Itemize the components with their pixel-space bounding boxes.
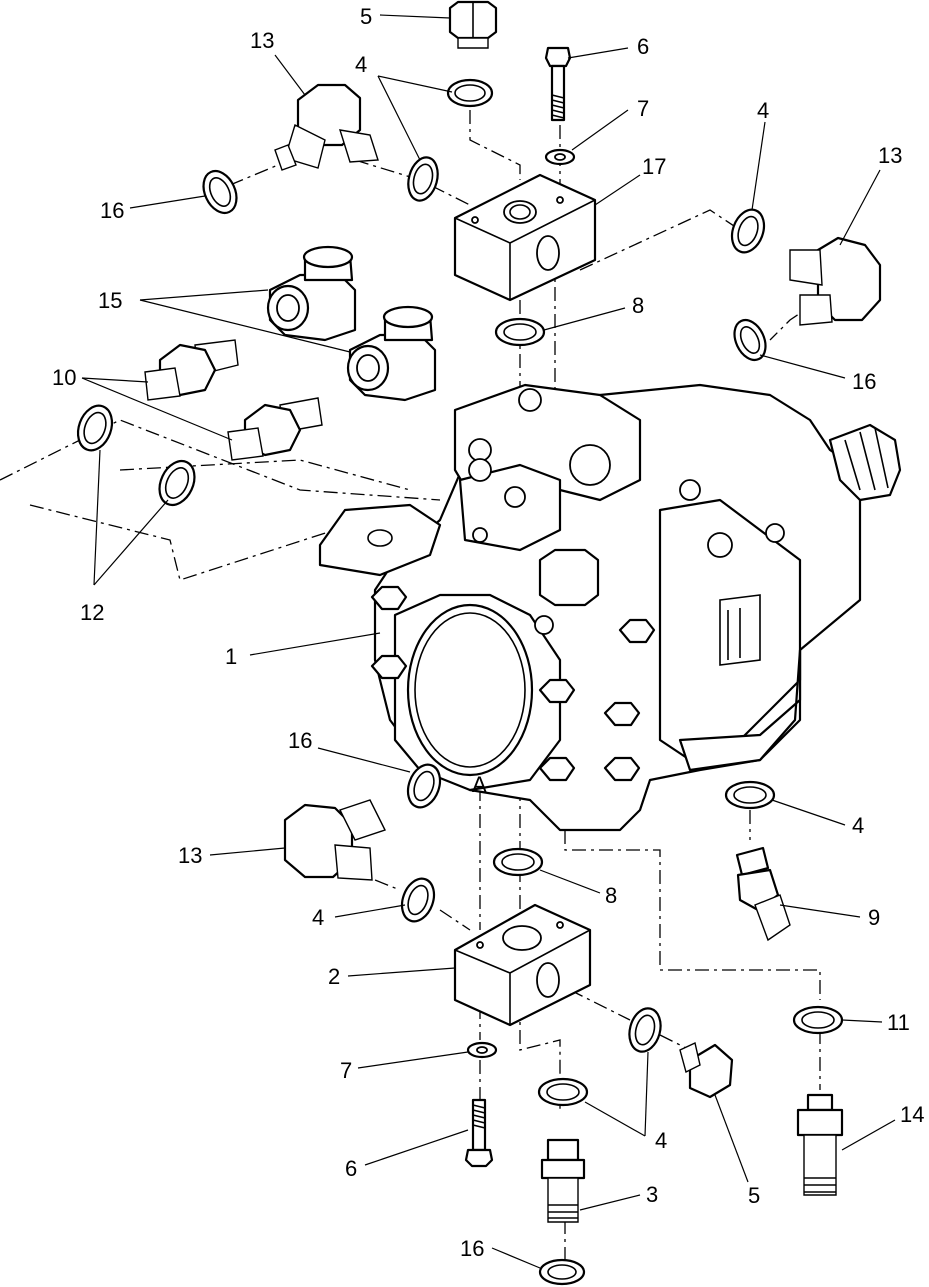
- callout-1: 1: [225, 644, 237, 669]
- elbow-fitting-top-left: [274, 83, 379, 171]
- callout-5-bottom: 5: [748, 1183, 760, 1208]
- callout-4-middle-right: 4: [852, 813, 864, 838]
- o-rings: [76, 78, 844, 1286]
- callout-13-top-left: 13: [250, 28, 274, 53]
- swivel-fitting-upper: [266, 245, 357, 342]
- callout-6-top: 6: [637, 34, 649, 59]
- callout-7-top: 7: [637, 96, 649, 121]
- callout-10: 10: [52, 365, 76, 390]
- callout-16-middle: 16: [288, 728, 312, 753]
- callout-13-bottom-left: 13: [178, 843, 202, 868]
- callout-4-right: 4: [757, 98, 769, 123]
- cover-bolts: [370, 585, 656, 782]
- callout-3: 3: [646, 1182, 658, 1207]
- callout-4-top: 4: [355, 52, 367, 77]
- straight-fitting-14: [796, 1093, 844, 1196]
- callout-9: 9: [868, 905, 880, 930]
- plug-bottom: [679, 1041, 734, 1099]
- callout-13-top-right: 13: [878, 143, 902, 168]
- swivel-fitting-lower: [346, 305, 437, 402]
- angle-fitting: [735, 846, 791, 942]
- elbow-fitting-bottom-left: [283, 799, 386, 881]
- port-a-marking: A: [472, 772, 487, 797]
- callout-11: 11: [887, 1010, 910, 1035]
- callout-17: 17: [642, 154, 666, 179]
- callout-6-bottom: 6: [345, 1156, 357, 1181]
- straight-fitting-3: [540, 1138, 586, 1223]
- straight-connector-lower: [227, 397, 323, 461]
- bolt-bottom: [464, 1098, 494, 1168]
- callout-8-bottom: 8: [605, 883, 617, 908]
- port-block-upper: [453, 173, 597, 302]
- callout-16-top-right: 16: [852, 369, 876, 394]
- callout-4-bottom: 4: [655, 1128, 667, 1153]
- callout-8-top: 8: [632, 293, 644, 318]
- callout-7-bottom: 7: [340, 1058, 352, 1083]
- callout-12: 12: [80, 600, 104, 625]
- callout-16-top-left: 16: [100, 198, 124, 223]
- callout-2: 2: [328, 964, 340, 989]
- callout-16-bottom: 16: [460, 1236, 484, 1261]
- callout-15: 15: [98, 288, 122, 313]
- hydraulic-pump-assembly: A: [318, 383, 902, 832]
- callout-14: 14: [900, 1102, 924, 1127]
- bolt-top: [544, 46, 572, 122]
- callout-4-middle-left: 4: [312, 905, 324, 930]
- leader-lines: [81, 14, 896, 1269]
- port-block-lower: [453, 903, 592, 1027]
- straight-connector-upper: [144, 339, 239, 401]
- callout-5-top: 5: [360, 4, 372, 29]
- callout-labels: 5 6 13 4 7 17 4 13 16 15 8 16 10 12 1 16…: [52, 4, 924, 1261]
- elbow-fitting-top-right: [789, 236, 882, 326]
- plug-top: [448, 0, 498, 49]
